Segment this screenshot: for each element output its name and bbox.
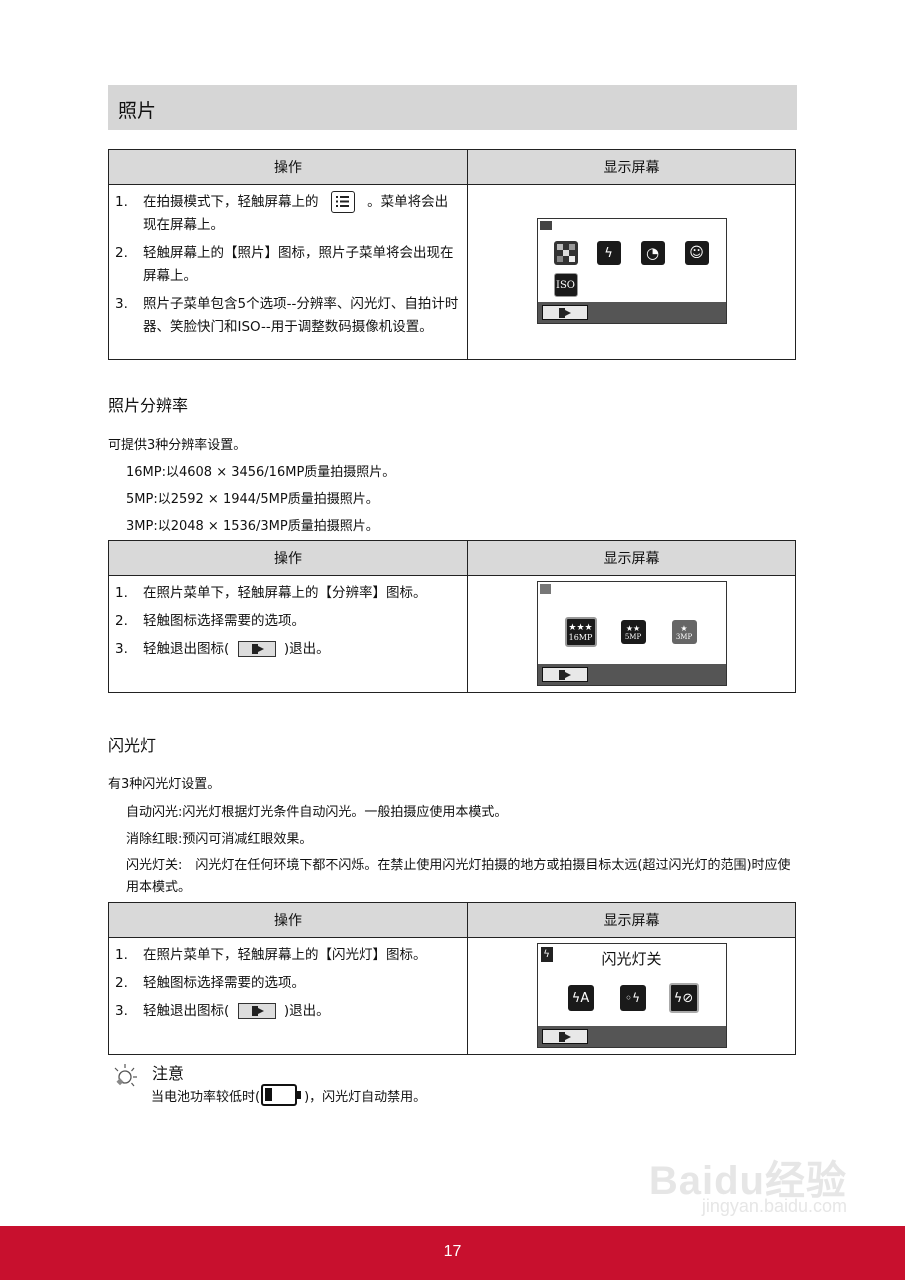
screen-bottom-bar [537,302,726,323]
flash-table: 操作 显示屏幕 1. 在照片菜单下，轻触屏幕上的【闪光灯】图标。 2. 轻触图标… [108,902,796,1055]
step-item: 3. 轻触退出图标( )退出。 [115,641,330,657]
section-title-bar: 照片 [108,85,797,130]
flash-auto-option[interactable]: ϟA [567,985,594,1011]
res-3mp-option[interactable]: ★ 3MP [671,620,697,644]
step-item: 2. 轻触图标选择需要的选项。 [115,975,305,991]
res-16mp-option[interactable]: ★★★ 16MP [564,617,597,647]
flash-redeye-option[interactable]: ◦ϟ [619,985,646,1011]
iso-icon[interactable]: ISO [553,273,578,297]
op-header: 操作 [108,902,468,938]
resolution-item: 16MP:以4608 × 3456/16MP质量拍摄照片。 [126,465,396,480]
flash-screen: ϟ 闪光灯关 ϟA ◦ϟ ϟ⊘ [536,943,727,1048]
photo-menu-screen: ϟ ◔ ☺ ISO [536,218,727,324]
menu-icon [330,191,355,213]
smile-shutter-icon[interactable]: ☺ [684,241,709,265]
page-number: 17 [443,1243,462,1260]
resolution-screen: ★★★ 16MP ★★ 5MP ★ 3MP [536,581,727,686]
screen-bottom-bar [537,664,726,685]
flash-small-icon: ϟ [540,947,553,962]
step-item: 3. 照片子菜单包含5个选项--分辨率、闪光灯、自拍计时器、笑脸快门和ISO--… [115,296,459,335]
exit-button[interactable] [541,667,588,682]
step-item: 1. 在拍摄模式下，轻触屏幕上的 。菜单将会出现在屏幕上。 [115,191,461,237]
exit-button[interactable] [541,1029,588,1044]
camera-mode-icon [539,221,552,230]
watermark-url: jingyan.baidu.com [701,1196,847,1216]
exit-icon-inline [237,641,276,657]
resolution-small-icon [539,584,551,594]
resolution-item: 5MP:以2592 × 1944/5MP质量拍摄照片。 [126,492,379,507]
flash-off-option[interactable]: ϟ⊘ [668,983,699,1013]
step-item: 2. 轻触屏幕上的【照片】图标，照片子菜单将会出现在屏幕上。 [115,245,454,284]
screen-header: 显示屏幕 [467,902,796,938]
resolution-table: 操作 显示屏幕 1. 在照片菜单下，轻触屏幕上的【分辨率】图标。 2. 轻触图标… [108,540,796,693]
step-item: 2. 轻触图标选择需要的选项。 [115,613,305,629]
step-list: 1. 在照片菜单下，轻触屏幕上的【分辨率】图标。 2. 轻触图标选择需要的选项。… [109,576,467,670]
flash-item: 自动闪光:闪光灯根据灯光条件自动闪光。一般拍摄应使用本模式。 [126,805,508,820]
exit-icon [558,1031,571,1042]
op-header: 操作 [108,149,468,185]
flash-item: 闪光灯关: 闪光灯在任何环境下都不闪烁。在禁止使用闪光灯拍摄的地方或拍摄目标太远… [126,858,791,895]
watermark-brand: Baidu经验 [648,1159,847,1203]
step-list: 1. 在照片菜单下，轻触屏幕上的【闪光灯】图标。 2. 轻触图标选择需要的选项。… [109,938,467,1032]
step-item: 1. 在照片菜单下，轻触屏幕上的【闪光灯】图标。 [115,947,427,963]
op-header: 操作 [108,540,468,576]
screen-header: 显示屏幕 [467,540,796,576]
step-item: 1. 在照片菜单下，轻触屏幕上的【分辨率】图标。 [115,585,427,601]
note-title: 注意 [152,1064,185,1083]
resolution-icon[interactable] [553,241,578,265]
exit-icon [558,307,571,318]
res-5mp-option[interactable]: ★★ 5MP [620,620,646,644]
section-title: 照片 [118,100,157,122]
low-battery-icon [261,1084,302,1106]
star-icon: ★ [680,623,688,633]
flash-intro: 有3种闪光灯设置。 [108,777,221,792]
note-text: 当电池功率较低时( )，闪光灯自动禁用。 [151,1084,426,1106]
exit-icon-inline [237,1003,276,1019]
screen-bottom-bar [537,1026,726,1047]
exit-button[interactable] [541,305,588,320]
flash-screen-title: 闪光灯关 [601,950,662,968]
page-footer: 17 [0,1226,905,1280]
resolution-heading: 照片分辨率 [108,396,189,415]
step-item: 3. 轻触退出图标( )退出。 [115,1003,330,1019]
flash-icon[interactable]: ϟ [596,241,621,265]
self-timer-icon[interactable]: ◔ [640,241,665,265]
screen-header: 显示屏幕 [467,149,796,185]
stars-icon: ★★ [625,623,641,633]
photo-menu-table: 操作 显示屏幕 1. 在拍摄模式下，轻触屏幕上的 。菜单将会出现在屏幕上。 [108,149,796,360]
resolution-intro: 可提供3种分辨率设置。 [108,438,247,453]
step-list: 1. 在拍摄模式下，轻触屏幕上的 。菜单将会出现在屏幕上。 2. 轻触屏幕上的【… [109,185,467,348]
flash-heading: 闪光灯 [108,736,157,755]
exit-icon [558,669,571,680]
stars-icon: ★★★ [568,622,593,633]
baidu-watermark: Baidu经验 jingyan.baidu.com [648,1148,847,1216]
resolution-item: 3MP:以2048 × 1536/3MP质量拍摄照片。 [126,519,379,534]
flash-item: 消除红眼:预闪可消减红眼效果。 [126,832,313,847]
lightbulb-icon [114,1064,137,1087]
